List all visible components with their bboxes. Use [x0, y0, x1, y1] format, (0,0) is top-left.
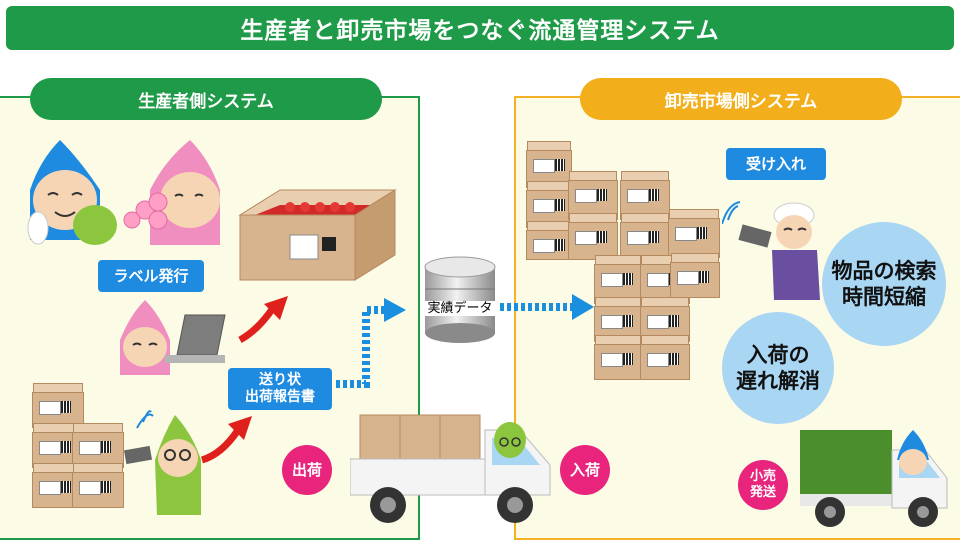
arrival-badge: 入荷	[560, 445, 610, 495]
tomato-box-illustration	[238, 189, 397, 281]
benefit-search-text: 物品の検索 時間短縮	[831, 258, 937, 309]
page-title: 生産者と卸売市場をつなぐ流通管理システム	[240, 18, 720, 44]
crate	[72, 463, 124, 508]
invoice-text: 送り状 出荷報告書	[245, 372, 315, 405]
database-label: 実績データ	[425, 301, 495, 316]
label-issue-text: ラベル発行	[113, 267, 189, 285]
blue-dotted-arrow-right	[500, 294, 594, 320]
blue-dotted-arrow-left	[336, 298, 406, 388]
crate	[526, 221, 572, 260]
retail-text: 小売 発送	[749, 469, 776, 500]
ship-badge: 出荷	[282, 445, 332, 495]
crate	[640, 335, 690, 380]
crate	[620, 213, 670, 260]
crate	[594, 335, 642, 380]
crate	[668, 209, 720, 258]
receive-badge: 受け入れ	[726, 148, 826, 180]
crate	[568, 213, 618, 260]
retail-badge: 小売 発送	[738, 460, 788, 510]
retail-truck-illustration	[800, 430, 948, 527]
red-arrow-up-right	[238, 296, 288, 344]
market-scanner-person-illustration	[722, 201, 820, 300]
red-arrow-to-invoice	[200, 416, 252, 464]
scanner-person-illustration	[123, 410, 201, 515]
benefit-search-badge: 物品の検索 時間短縮	[822, 222, 946, 346]
arrival-text: 入荷	[569, 461, 600, 479]
database-icon	[424, 256, 496, 343]
producer-heading: 生産者側システム	[30, 78, 382, 120]
farmers-illustration	[27, 140, 220, 245]
market-heading: 卸売市場側システム	[580, 78, 902, 120]
benefit-delay-badge: 入荷の 遅れ解消	[722, 312, 834, 424]
delivery-truck-illustration	[350, 414, 551, 523]
producer-heading-text: 生産者側システム	[138, 91, 274, 112]
market-heading-text: 卸売市場側システム	[664, 91, 818, 112]
label-issue-badge: ラベル発行	[98, 260, 204, 292]
crate	[670, 253, 720, 298]
invoice-badge: 送り状 出荷報告書	[228, 368, 332, 410]
receive-text: 受け入れ	[745, 155, 806, 173]
laptop-person-illustration	[120, 300, 226, 375]
crate	[32, 383, 84, 428]
database-label-wrap: 実績データ	[420, 297, 500, 316]
ship-text: 出荷	[291, 461, 322, 479]
benefit-delay-text: 入荷の 遅れ解消	[736, 342, 820, 393]
crate	[72, 423, 124, 468]
title-banner: 生産者と卸売市場をつなぐ流通管理システム	[6, 6, 954, 50]
